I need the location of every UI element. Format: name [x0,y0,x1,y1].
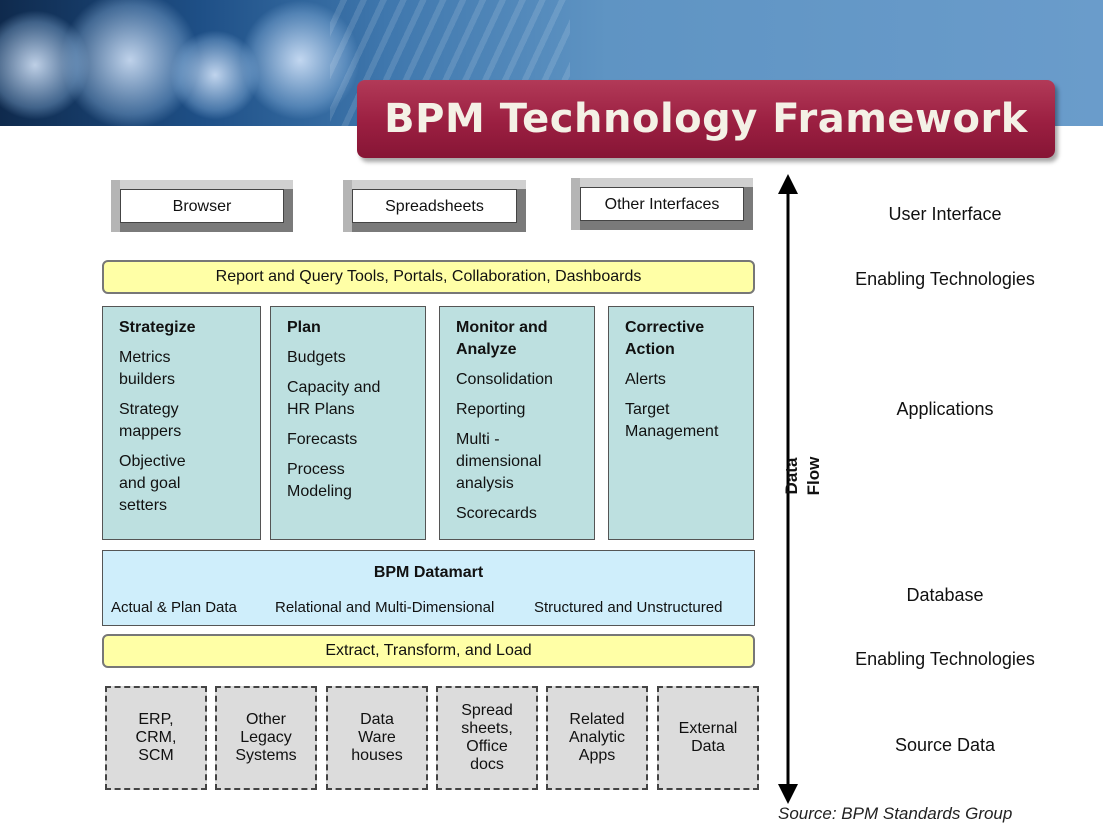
arrow-up-icon [778,174,798,194]
app-item: Strategy mappers [119,401,182,440]
app-heading: Strategize [119,319,196,336]
app-item: Scorecards [456,505,537,522]
app-item: Reporting [456,401,526,418]
app-item: Objective and goal setters [119,453,186,514]
app-item: Target Management [625,401,719,440]
source-line: Systems [235,747,297,764]
source-line: Office [466,738,508,755]
app-corrective-action: Corrective Action Alerts Target Manageme… [608,306,754,540]
etl-label: Extract, Transform, and Load [325,642,532,659]
datamart-column: Relational and Multi-Dimensional [275,599,495,616]
datamart-column: Structured and Unstructured [534,599,723,616]
etl-bar: Extract, Transform, and Load [102,634,755,668]
data-flow-arrow [778,174,798,804]
data-flow-label: Data Flow [782,456,823,496]
app-strategize: Strategize Metrics builders Strategy map… [102,306,261,540]
app-item: Budgets [287,349,346,366]
layer-label: Applications [896,399,994,419]
source-line: ERP, [138,711,174,728]
datamart-box: BPM Datamart Actual & Plan Data Relation… [102,550,755,626]
source-credit: Source: BPM Standards Group [778,804,1013,823]
app-item: Capacity and HR Plans [287,379,381,418]
page-title: BPM Technology Framework [384,96,1028,142]
arrow-down-icon [778,784,798,804]
source-line: Ware [358,729,396,746]
browser-label: Browser [172,198,232,215]
enabling-tools-bar: Report and Query Tools, Portals, Collabo… [102,260,755,294]
source-line: Other [245,711,286,728]
browser-box: Browser [111,180,293,232]
other-interfaces-box: Other Interfaces [571,178,753,230]
app-plan: Plan Budgets Capacity and HR Plans Forec… [270,306,426,540]
layer-label: Enabling Technologies [855,269,1035,289]
app-item: Alerts [625,371,666,388]
layer-label: Enabling Technologies [855,649,1035,669]
app-item: Multi - [456,431,500,448]
datamart-column: Actual & Plan Data [111,599,237,616]
app-item: Process Modeling [287,461,352,500]
source-line: sheets, [461,720,513,737]
header-banner [0,0,1103,126]
source-line: Spread [461,702,513,719]
app-heading: Monitor and [456,319,548,336]
source-line: Apps [578,747,616,764]
app-item: Forecasts [287,431,358,448]
app-heading: Corrective [625,319,705,336]
spreadsheets-label: Spreadsheets [385,198,484,215]
app-item: dimensional analysis [456,453,542,492]
enabling-tools-label: Report and Query Tools, Portals, Collabo… [215,268,642,285]
app-heading: Analyze [456,341,517,358]
app-item: Consolidation [456,371,553,388]
source-erp: ERP,CRM,SCM [105,686,207,790]
source-line: Data [691,738,725,755]
source-line: CRM, [135,729,177,746]
source-line: Legacy [240,729,292,746]
app-heading: Plan [287,319,321,336]
datamart-title: BPM Datamart [373,564,484,581]
source-line: Analytic [568,729,626,746]
title-box: BPM Technology Framework [357,80,1055,158]
source-line: Data [360,711,394,728]
spreadsheets-box: Spreadsheets [343,180,526,232]
source-line: External [678,720,738,737]
app-monitor-analyze: Monitor and Analyze Consolidation Report… [439,306,595,540]
source-line: SCM [138,747,174,764]
layer-label: Database [906,585,984,605]
app-heading: Action [625,341,675,358]
source-line: houses [351,747,403,764]
other-interfaces-label: Other Interfaces [604,196,720,213]
layer-label: User Interface [888,204,1002,224]
source-line: docs [470,756,504,773]
layer-label: Source Data [894,735,996,755]
source-line: Related [569,711,625,728]
app-item: Metrics builders [119,349,176,388]
